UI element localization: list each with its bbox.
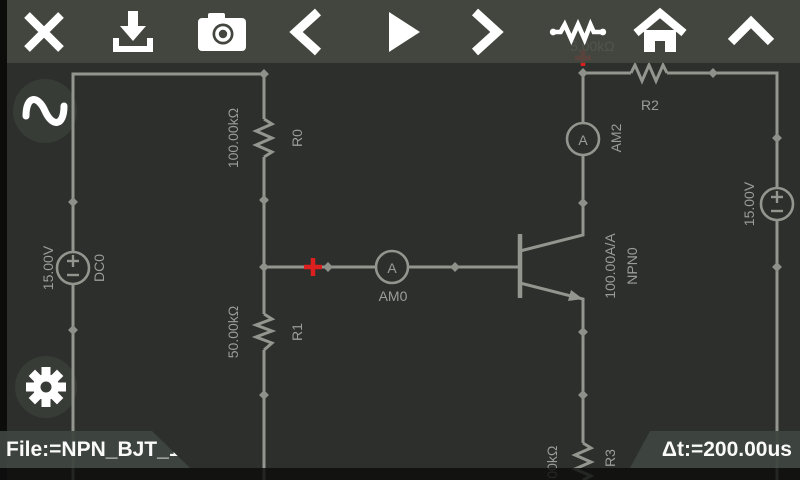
ammeter-AM0[interactable]: A	[374, 249, 410, 285]
timestep-status-banner: Δt:=200.00us	[630, 431, 800, 468]
close-icon	[24, 12, 64, 52]
dc-source-DC0[interactable]	[55, 250, 91, 286]
r0-name-label: R0	[289, 129, 305, 147]
close-button[interactable]	[15, 4, 73, 60]
play-icon	[389, 12, 420, 52]
step-back-button[interactable]	[277, 4, 335, 60]
camera-icon	[198, 13, 246, 51]
r3-name-label: R3	[602, 449, 618, 467]
step-forward-button[interactable]	[458, 4, 516, 60]
resistor-icon	[549, 18, 607, 46]
play-button[interactable]	[373, 4, 431, 60]
r2-name-label: R2	[641, 97, 659, 113]
file-label: File:=NPN_BJT_1	[6, 438, 181, 461]
chevron-right-icon	[471, 8, 504, 56]
download-icon	[113, 11, 153, 52]
toolbar	[0, 0, 800, 63]
gear-icon	[26, 367, 66, 407]
dc0-name-label: DC0	[91, 254, 107, 282]
r1-name-label: R1	[289, 323, 305, 341]
signal-source-button[interactable]	[13, 79, 77, 143]
bottom-edge-strip	[0, 468, 800, 480]
ammeter-AM2[interactable]: A	[565, 121, 601, 157]
wires	[71, 71, 779, 480]
node-cursor[interactable]	[304, 258, 322, 276]
am0-symbol: A	[387, 260, 397, 276]
home-button[interactable]	[631, 4, 689, 60]
am2-symbol: A	[578, 132, 588, 148]
resistor-R0[interactable]	[252, 117, 276, 159]
sine-wave-icon	[22, 96, 68, 126]
download-button[interactable]	[104, 4, 162, 60]
r0-value-label: 100.00kΩ	[225, 108, 241, 168]
r1-value-label: 50.00kΩ	[225, 306, 241, 359]
resistor-R1[interactable]	[251, 312, 277, 352]
chevron-up-icon	[727, 15, 775, 46]
dt-label: Δt:=200.00us	[661, 438, 792, 461]
am2-name-label: AM2	[608, 123, 624, 152]
npn0-gain-label: 100.00A/A	[602, 233, 618, 299]
resistor-R2[interactable]	[629, 61, 669, 85]
home-icon	[633, 7, 687, 52]
dc0-value-label: 15.00V	[40, 245, 56, 290]
collapse-button[interactable]	[722, 4, 780, 60]
left-edge-strip	[0, 0, 7, 480]
component-button[interactable]	[549, 4, 607, 60]
dc-source-right[interactable]	[759, 186, 795, 222]
camera-button[interactable]	[193, 4, 251, 60]
transistor-NPN0[interactable]	[517, 203, 585, 332]
dc-right-value-label: 15.00V	[741, 181, 757, 226]
am0-name-label: AM0	[379, 288, 408, 304]
chevron-left-icon	[289, 8, 322, 56]
junction-dots	[68, 68, 782, 400]
settings-button[interactable]	[15, 356, 77, 418]
npn0-name-label: NPN0	[624, 247, 640, 285]
